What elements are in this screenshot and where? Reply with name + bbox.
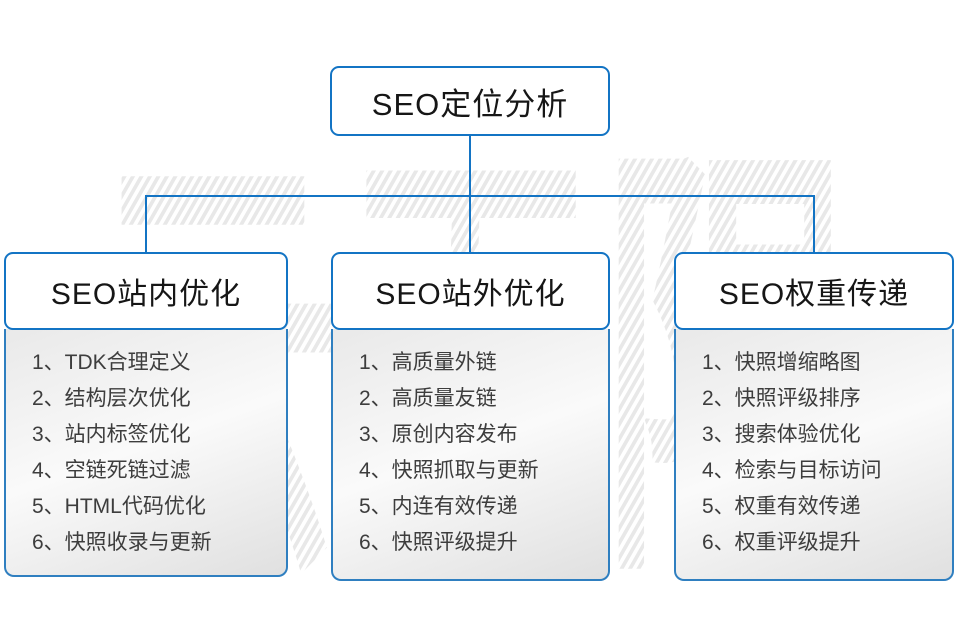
connector-horizontal — [145, 195, 815, 197]
list-item: 6、快照评级提升 — [359, 531, 518, 554]
list-item: 4、检索与目标访问 — [702, 459, 882, 482]
root-node: SEO定位分析 — [330, 66, 610, 136]
root-node-title: SEO定位分析 — [371, 86, 569, 122]
column-offsite-seo-list: 1、高质量外链 2、高质量友链 3、原创内容发布 4、快照抓取与更新 5、内连有… — [331, 329, 610, 581]
column-onsite-seo-title: SEO站内优化 — [50, 278, 242, 311]
connector-drop-left — [145, 197, 147, 252]
list-item: 1、TDK合理定义 — [32, 351, 191, 374]
list-item: 3、站内标签优化 — [32, 423, 191, 446]
list-item: 6、权重评级提升 — [702, 531, 861, 554]
column-onsite-seo-header: SEO站内优化 — [4, 252, 288, 330]
list-item: 5、内连有效传递 — [359, 495, 518, 518]
list-item: 2、结构层次优化 — [32, 387, 191, 410]
list-item: 3、搜索体验优化 — [702, 423, 861, 446]
list-item: 2、高质量友链 — [359, 387, 497, 410]
list-item: 4、快照抓取与更新 — [359, 459, 539, 482]
column-weight-transfer-title: SEO权重传递 — [718, 278, 910, 311]
column-weight-transfer-header: SEO权重传递 — [674, 252, 954, 330]
list-item: 6、快照收录与更新 — [32, 531, 212, 554]
column-offsite-seo-title: SEO站外优化 — [375, 278, 566, 311]
connector-top-vertical — [469, 136, 471, 197]
list-item: 2、快照评级排序 — [702, 387, 861, 410]
list-item: 1、快照增缩略图 — [702, 351, 861, 374]
connector-drop-right — [813, 197, 815, 252]
column-onsite-seo-list: 1、TDK合理定义 2、结构层次优化 3、站内标签优化 4、空链死链过滤 5、H… — [4, 329, 288, 577]
column-onsite-seo: SEO站内优化 1、TDK合理定义 2、结构层次优化 3、站内标签优化 4、空链… — [4, 252, 288, 577]
connector-drop-center — [469, 197, 471, 252]
list-item: 3、原创内容发布 — [359, 423, 518, 446]
list-item: 5、HTML代码优化 — [32, 495, 206, 518]
column-offsite-seo: SEO站外优化 1、高质量外链 2、高质量友链 3、原创内容发布 4、快照抓取与… — [331, 252, 610, 581]
column-weight-transfer-list: 1、快照增缩略图 2、快照评级排序 3、搜索体验优化 4、检索与目标访问 5、权… — [674, 329, 954, 581]
list-item: 1、高质量外链 — [359, 351, 497, 374]
list-item: 4、空链死链过滤 — [32, 459, 191, 482]
column-weight-transfer: SEO权重传递 1、快照增缩略图 2、快照评级排序 3、搜索体验优化 4、检索与… — [674, 252, 954, 581]
list-item: 5、权重有效传递 — [702, 495, 861, 518]
column-offsite-seo-header: SEO站外优化 — [331, 252, 610, 330]
